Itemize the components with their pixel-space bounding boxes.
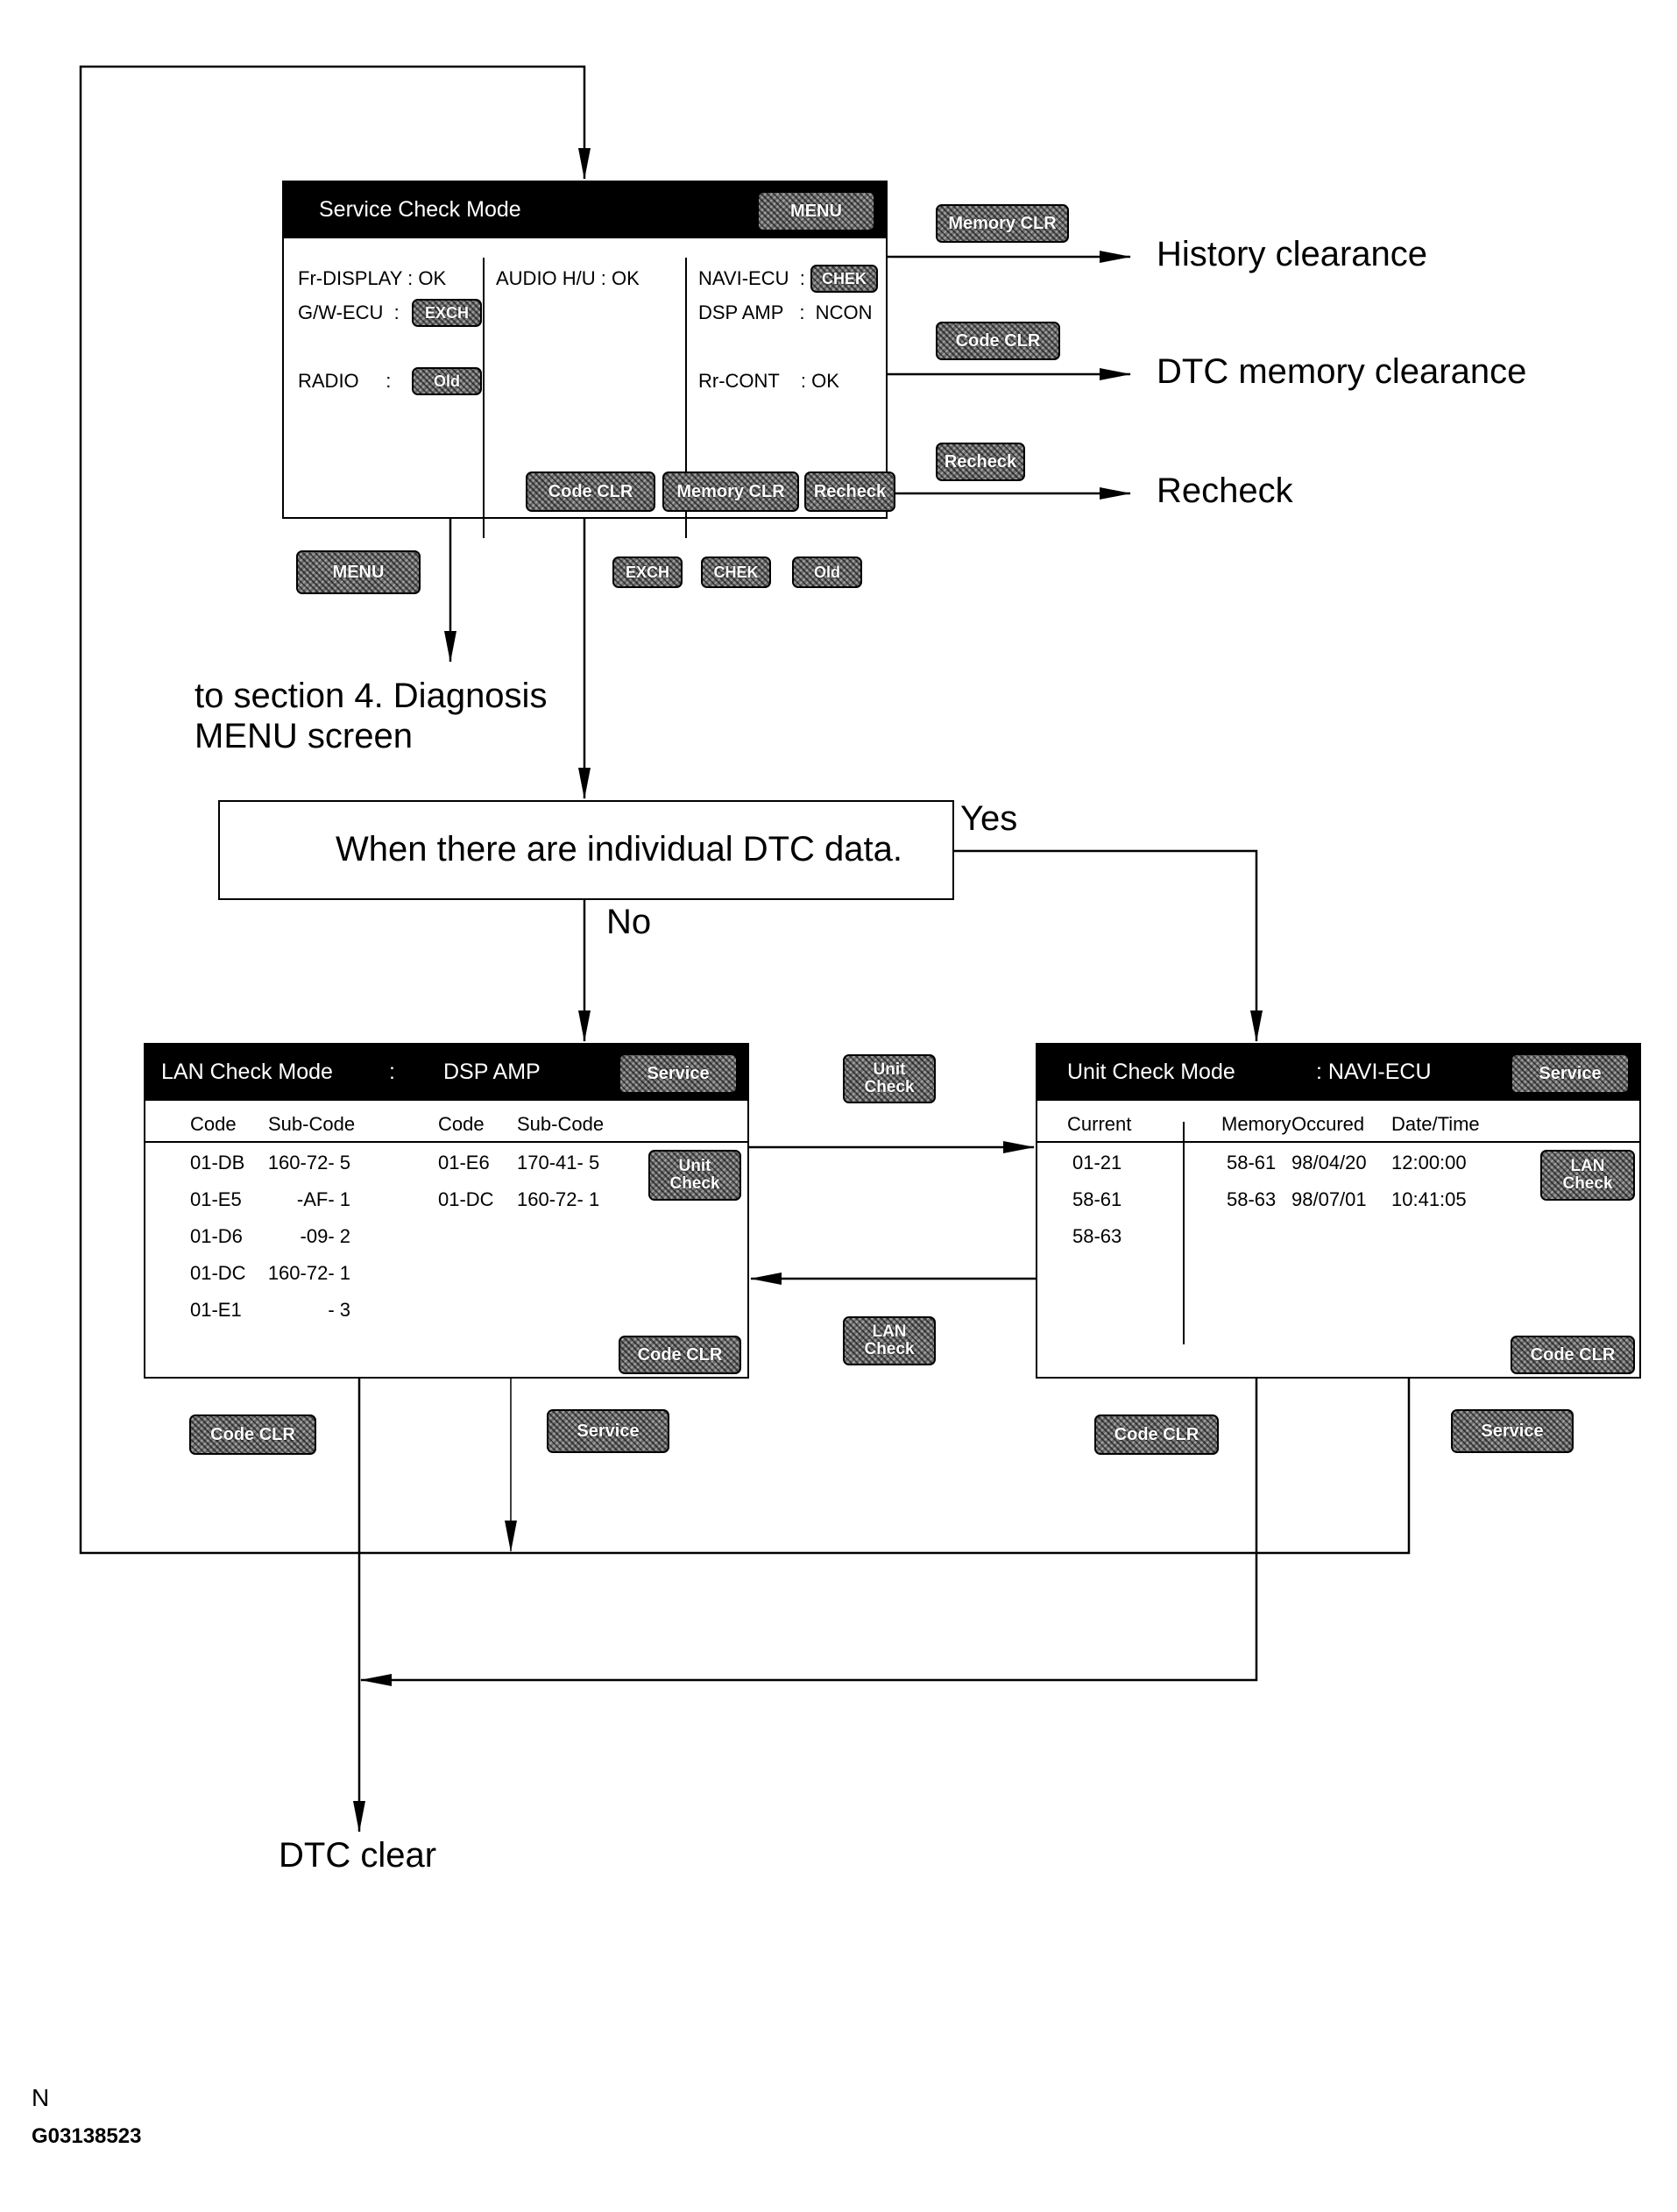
decision-text: When there are individual DTC data.: [336, 830, 902, 868]
audio-hu-status: AUDIO H/U : OK: [496, 267, 640, 289]
unit-header-memory: Memory: [1221, 1113, 1291, 1135]
unit-panel-unit: : NAVI-ECU: [1316, 1060, 1432, 1084]
memory-clr-button[interactable]: Memory CLR: [662, 471, 799, 512]
memory-code: 58-61: [1227, 1152, 1277, 1173]
lan-panel-title: LAN Check Mode: [161, 1060, 333, 1084]
lan-header-subcode-1: Sub-Code: [268, 1113, 356, 1135]
unit-col-divider: [1183, 1122, 1185, 1344]
dtc-memory-clearance-label: DTC memory clearance: [1157, 352, 1527, 391]
unit-lan-check-button[interactable]: LAN Check: [1540, 1150, 1635, 1201]
lan-code-clr-transition-button[interactable]: Code CLR: [189, 1414, 316, 1455]
unit-header-divider: [1037, 1141, 1639, 1143]
memory-date: 98/07/01: [1291, 1188, 1367, 1210]
dtc-subcode: 170-41- 5: [517, 1152, 600, 1173]
lan-unit-check-button[interactable]: Unit Check: [648, 1150, 741, 1201]
current-code: 01-21: [1072, 1152, 1122, 1173]
dtc-subcode: - 3: [328, 1299, 350, 1321]
old-transition-button[interactable]: Old: [792, 557, 862, 588]
history-clearance-label: History clearance: [1157, 235, 1428, 273]
lan-header-code-2: Code: [438, 1113, 485, 1135]
dtc-code: 01-E6: [438, 1152, 490, 1173]
unit-header-occured: Occured: [1291, 1113, 1365, 1135]
navi-ecu-chek-button[interactable]: CHEK: [810, 265, 878, 293]
current-code: 58-63: [1072, 1225, 1122, 1247]
lan-check-transition-button[interactable]: LAN Check: [843, 1316, 936, 1365]
recheck-label: Recheck: [1157, 471, 1293, 510]
menu-screen-target-line2: MENU screen: [195, 717, 413, 755]
no-label: No: [606, 903, 652, 941]
dtc-subcode: -AF- 1: [296, 1188, 350, 1210]
dtc-subcode: -09- 2: [300, 1225, 350, 1247]
service-col-divider-2: [685, 258, 687, 538]
memory-time: 12:00:00: [1391, 1152, 1467, 1173]
chek-transition-button[interactable]: CHEK: [701, 557, 771, 588]
navi-ecu-label: NAVI-ECU :: [698, 267, 805, 289]
recheck-button[interactable]: Recheck: [804, 471, 895, 512]
current-code: 58-61: [1072, 1188, 1122, 1210]
exch-transition-button[interactable]: EXCH: [612, 557, 683, 588]
memory-clr-action-button[interactable]: Memory CLR: [936, 204, 1069, 243]
unit-check-panel: Unit Check Mode : NAVI-ECU Service Curre…: [1036, 1043, 1641, 1379]
unit-service-button[interactable]: Service: [1511, 1053, 1630, 1094]
dtc-code: 01-D6: [190, 1225, 243, 1247]
menu-transition-button[interactable]: MENU: [296, 550, 421, 594]
radio-old-button[interactable]: Old: [412, 367, 482, 395]
menu-button[interactable]: MENU: [757, 191, 875, 231]
unit-panel-title: Unit Check Mode: [1067, 1060, 1235, 1084]
fr-display-status: Fr-DISPLAY : OK: [298, 267, 447, 289]
radio-label: RADIO :: [298, 370, 392, 392]
service-col-divider-1: [483, 258, 485, 538]
dtc-subcode: 160-72- 1: [517, 1188, 600, 1210]
dtc-subcode: 160-72- 5: [267, 1152, 350, 1173]
lan-panel-unit: DSP AMP: [443, 1060, 541, 1084]
arrow-unit-code-clr: [360, 1379, 1258, 1686]
unit-code-clr-transition-button[interactable]: Code CLR: [1094, 1414, 1219, 1455]
dtc-subcode: 160-72- 1: [267, 1262, 350, 1284]
dtc-code: 01-DC: [190, 1262, 246, 1284]
yes-label: Yes: [960, 799, 1018, 838]
lan-service-button[interactable]: Service: [619, 1053, 738, 1094]
menu-screen-target-line1: to section 4. Diagnosis: [195, 677, 548, 715]
code-clr-action-button[interactable]: Code CLR: [936, 322, 1060, 360]
figure-id: G03138523: [32, 2124, 142, 2148]
rr-cont-status: Rr-CONT : OK: [698, 370, 839, 392]
lan-code-clr-button[interactable]: Code CLR: [619, 1336, 741, 1374]
decision-box: When there are individual DTC data.: [218, 800, 954, 900]
recheck-action-button[interactable]: Recheck: [936, 443, 1025, 481]
service-panel-title: Service Check Mode: [319, 197, 521, 222]
memory-date: 98/04/20: [1291, 1152, 1367, 1173]
memory-time: 10:41:05: [1391, 1188, 1467, 1210]
dtc-clear-label: DTC clear: [279, 1836, 437, 1875]
code-clr-button[interactable]: Code CLR: [526, 471, 655, 512]
dtc-code: 01-DB: [190, 1152, 245, 1173]
dtc-code: 01-DC: [438, 1188, 494, 1210]
unit-service-transition-button[interactable]: Service: [1451, 1409, 1574, 1453]
memory-code: 58-63: [1227, 1188, 1277, 1210]
lan-panel-separator: :: [389, 1060, 395, 1084]
lan-header-divider: [145, 1141, 747, 1143]
dtc-code: 01-E1: [190, 1299, 242, 1321]
dsp-amp-status: DSP AMP : NCON: [698, 301, 873, 323]
dtc-code: 01-E5: [190, 1188, 242, 1210]
lan-header-code-1: Code: [190, 1113, 237, 1135]
unit-header-datetime: Date/Time: [1391, 1113, 1480, 1135]
gw-ecu-label: G/W-ECU :: [298, 301, 400, 323]
unit-check-transition-button[interactable]: Unit Check: [843, 1054, 936, 1103]
return-loop-line: [79, 65, 1411, 1555]
unit-code-clr-button[interactable]: Code CLR: [1511, 1336, 1635, 1374]
unit-header-current: Current: [1067, 1113, 1132, 1135]
lan-header-subcode-2: Sub-Code: [517, 1113, 605, 1135]
gw-ecu-exch-button[interactable]: EXCH: [412, 299, 482, 327]
arrow-yes-branch: [954, 849, 1263, 1042]
lan-check-panel: LAN Check Mode : DSP AMP Service Code Su…: [144, 1043, 749, 1379]
footer-mark: N: [32, 2084, 50, 2111]
service-check-panel: Service Check Mode MENU Fr-DISPLAY : OK …: [282, 181, 895, 538]
lan-service-transition-button[interactable]: Service: [547, 1409, 669, 1453]
